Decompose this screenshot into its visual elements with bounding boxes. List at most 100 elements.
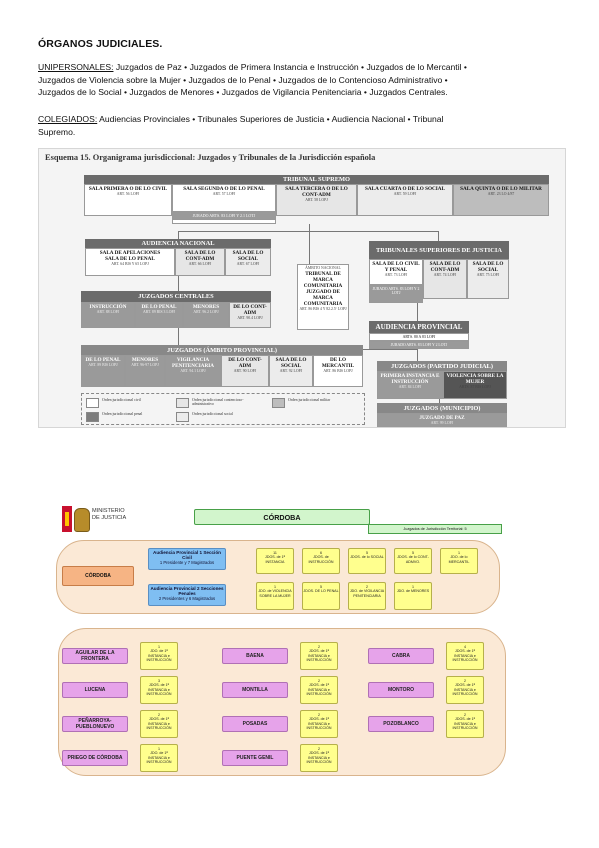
court-count: 2 [366, 585, 368, 589]
court-label: JDOS. de 1ª INSTANCIA e INSTRUCCIÓN [306, 683, 332, 697]
court-count: 2 [318, 679, 320, 683]
court-count: 1 [158, 747, 160, 751]
connector [178, 231, 438, 232]
legend-swatch-civil [86, 398, 99, 408]
court-label: JDOS. de INSTRUCCIÓN [308, 555, 334, 564]
flag-stripe [65, 512, 69, 526]
partido-name: BAENA [222, 648, 288, 664]
court-label: JDO. de VIOLENCIA SOBRE LA MUJER [258, 589, 292, 598]
legend: Orden jurisdiccional civil Orden jurisdi… [81, 393, 365, 425]
scheme-title: Esquema 15. Organigrama jurisdiccional: … [45, 153, 376, 162]
jprov-header: JUZGADOS (ÁMBITO PROVINCIAL) [81, 345, 363, 355]
marca-comunitaria: ÁMBITO NACIONAL TRIBUNAL DE MARCA COMUNI… [297, 264, 349, 330]
court-count: 3 [158, 679, 160, 683]
legend-swatch-cont-adm [176, 398, 189, 408]
legend-militar: Orden jurisdiccional militar [288, 398, 331, 402]
cordoba-map: MINISTERIO DE JUSTICIA CÓRDOBA Juzgados … [56, 504, 508, 776]
connector [178, 328, 179, 345]
connector [417, 303, 418, 321]
court-count: 2 [464, 679, 466, 683]
court-label: JDOS. de 1ª INSTANCIA e INSTRUCCIÓN [452, 683, 478, 697]
partido-name: PEÑARROYA-PUEBLONUEVO [62, 716, 128, 732]
colegiados-line1: Audiencias Provinciales • Tribunales Sup… [97, 114, 444, 124]
court-count: 4 [464, 645, 466, 649]
ts-jurado: JURADO ARTS. 83 LOPJ Y 2.1 LOTJ [172, 211, 276, 220]
court-label: JDOS. de 1ª INSTANCIA [265, 555, 285, 564]
ministry-name: MINISTERIO DE JUSTICIA [92, 508, 127, 521]
court-label: JDO. de MENORES [396, 589, 430, 594]
unipersonales-line1: Juzgados de Paz • Juzgados de Primera In… [113, 62, 467, 72]
legend-social: Orden jurisdiccional social [192, 412, 233, 416]
legend-cont-adm: Orden jurisdiccional contencioso-adminis… [192, 398, 244, 406]
colegiados-paragraph: COLEGIADOS: Audiencias Provinciales • Tr… [38, 113, 568, 138]
ap-penal: Audiencia Provincial 2 Secciones Penales… [148, 584, 226, 606]
coat-of-arms-icon [74, 508, 90, 532]
court-count: 1 [274, 585, 276, 589]
court-count: 5 [366, 551, 368, 555]
page-title: ÓRGANOS JUDICIALES. [38, 38, 163, 50]
court-label: JDOS. de 1ª INSTANCIA e INSTRUCCIÓN [306, 751, 332, 765]
ap-jurado: JURADO ARTS. 83 LOPJ Y 2 LOTJ [369, 341, 469, 349]
court-count: 1 [458, 551, 460, 555]
connector [178, 231, 179, 239]
ts-header: TRIBUNAL SUPREMO [84, 175, 549, 184]
court-count: 5 [412, 551, 414, 555]
court-label: JDOS. de lo SOCIAL [350, 555, 384, 560]
court-label: JDO. de 1ª INSTANCIA e INSTRUCCIÓN [146, 649, 172, 663]
court-count: 6 [320, 551, 322, 555]
partido-name: AGUILAR DE LA FRONTERA [62, 648, 128, 664]
connector [417, 349, 418, 361]
legend-civil: Orden jurisdiccional civil [102, 398, 141, 402]
court-label: JDOS. de lo CONT-ADMVO. [397, 555, 429, 564]
court-count: 11 [273, 551, 277, 555]
legend-penal: Orden jurisdiccional penal [102, 412, 143, 416]
partido-name: PRIEGO DE CÓRDOBA [62, 750, 128, 766]
colegiados-line2: Supremo. [38, 126, 76, 137]
connector [178, 276, 179, 291]
court-label: JDOS. DE LO PENAL [303, 589, 339, 594]
court-count: 2 [318, 713, 320, 717]
unipersonales-line2: Juzgados de Violencia sobre la Mujer • J… [38, 74, 448, 85]
partido-name: LUCENA [62, 682, 128, 698]
city-banner: CÓRDOBA [194, 509, 370, 525]
legend-swatch-social [176, 412, 189, 422]
court-count: 2 [318, 645, 320, 649]
partido-name: MONTORO [368, 682, 434, 698]
court-count: 2 [464, 713, 466, 717]
court-label: JDO. de 1ª INSTANCIA e INSTRUCCIÓN [146, 751, 172, 765]
tsj-header: TRIBUNALES SUPERIORES DE JUSTICIA [369, 241, 509, 259]
province-label: CÓRDOBA [62, 566, 134, 586]
ap-header: AUDIENCIA PROVINCIAL [369, 321, 469, 333]
partido-name: POSADAS [222, 716, 288, 732]
partido-name: POZOBLANCO [368, 716, 434, 732]
